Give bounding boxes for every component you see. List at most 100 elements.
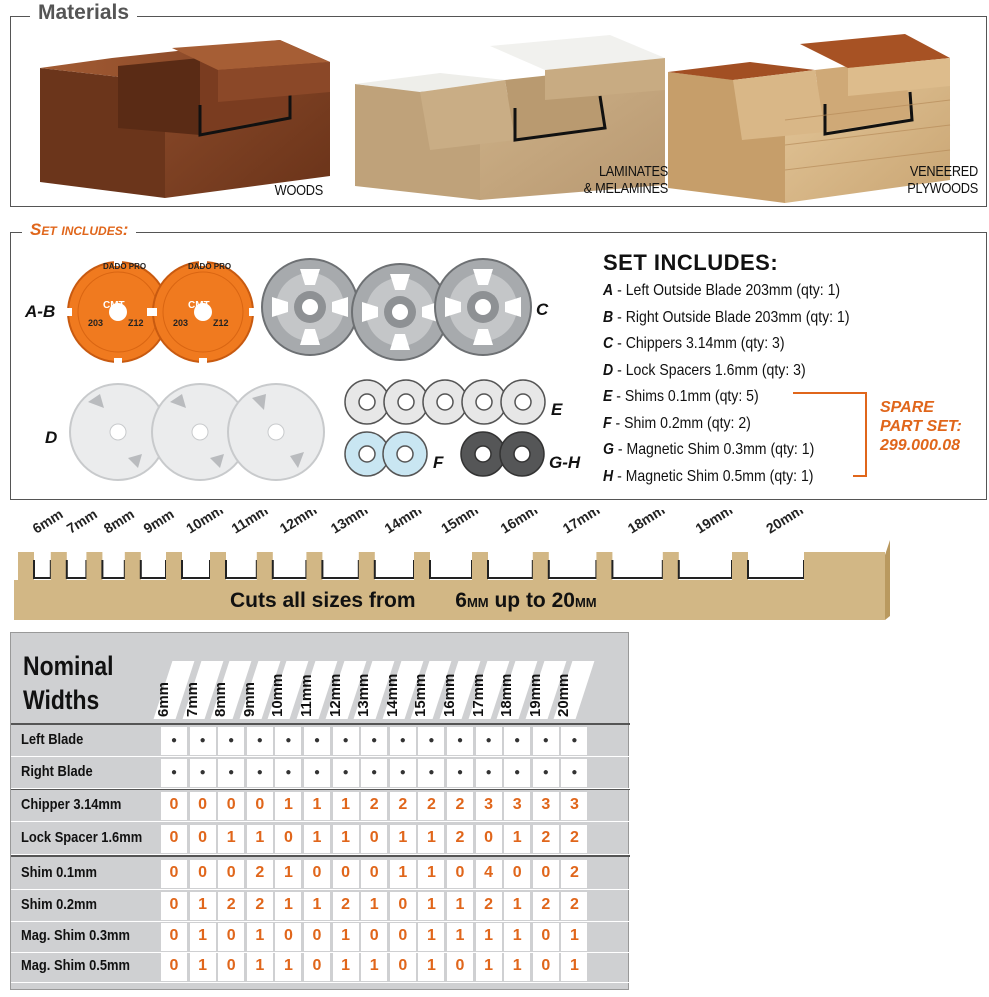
cell-background (304, 860, 330, 888)
set-item-text: - Lock Spacers 1.6mm (qty: 3) (613, 361, 806, 379)
column-header-label: 17mm (469, 673, 487, 717)
quantity-cell: 0 (312, 957, 322, 974)
set-item: D - Lock Spacers 1.6mm (qty: 3) (603, 358, 867, 385)
slot-15mm (429, 560, 473, 579)
cell-background (532, 792, 559, 820)
set-item-letter: D (603, 361, 614, 379)
board-side (885, 540, 890, 620)
cuts-caption-b: 6 (455, 589, 467, 612)
slot-7mm (65, 560, 88, 579)
part-label-ab: A-B (25, 302, 56, 321)
quantity-cell: 0 (169, 829, 179, 846)
quantity-cell: 1 (426, 829, 436, 846)
included-dot: ● (170, 767, 178, 778)
column-header-label: 18mm (498, 673, 516, 717)
quantity-cell: 1 (255, 829, 265, 846)
quantity-cell: 0 (541, 864, 551, 881)
cell-background (246, 759, 273, 787)
material-label-line: LAMINATES (598, 163, 668, 180)
set-item-text: - Magnetic Shim 0.3mm (qty: 1) (613, 441, 815, 458)
cell-background (475, 953, 502, 981)
spare-part-set: SPARE PART SET: 299.000.08 (880, 398, 962, 455)
quantity-cell: 1 (512, 927, 522, 944)
quantity-cell: 0 (512, 864, 522, 881)
cell-background (418, 792, 445, 820)
included-dot: ● (571, 735, 578, 746)
material-label-line: PLYWOODS (907, 180, 978, 197)
quantity-cell: 0 (541, 927, 551, 944)
quantity-cell: 0 (455, 957, 465, 974)
cell-background (161, 860, 187, 888)
row-separator (11, 889, 630, 890)
quantity-cell: 1 (198, 927, 208, 944)
quantity-cell: 2 (426, 796, 436, 813)
cell-background (275, 727, 302, 755)
set-item: G - Magnetic Shim 0.3mm (qty: 1) (603, 437, 867, 464)
board-tooth (50, 552, 67, 582)
shims-e (344, 379, 546, 425)
set-includes-list: SET INCLUDES: A - Left Outside Blade 203… (603, 250, 903, 490)
cell-background (218, 892, 245, 920)
quantity-cell: 1 (512, 829, 522, 846)
spare-line: 299.000.08 (880, 437, 961, 454)
cell-background (475, 727, 502, 755)
quantity-cell: 1 (426, 957, 436, 974)
column-header-label: 10mm (269, 673, 287, 717)
cell-background (275, 892, 302, 920)
spare-line: SPARE (880, 399, 934, 416)
set-item: B - Right Outside Blade 203mm (qty: 1) (603, 305, 867, 332)
table-divider (11, 855, 630, 857)
table-title-line: Widths (23, 685, 100, 715)
material-label-line: WOODS (274, 182, 324, 199)
cut-size-label: 11mm (229, 510, 271, 537)
quantity-cell: 1 (341, 796, 351, 813)
quantity-cell: 2 (369, 796, 379, 813)
column-header-label: 7mm (183, 681, 201, 717)
row-separator (11, 952, 630, 953)
cut-size-label: 18mm (625, 510, 668, 537)
slot-10mm (181, 560, 211, 579)
quantity-cell: 2 (341, 896, 351, 913)
quantity-cell: 0 (198, 864, 208, 881)
board-tooth (306, 552, 323, 582)
column-header-label: 20mm (555, 673, 573, 717)
cell-background (189, 792, 216, 820)
cell-background (218, 923, 245, 951)
cell-background (447, 923, 473, 951)
set-includes-legend: Set includes: (22, 220, 137, 240)
cell-background (418, 892, 445, 920)
quantity-cell: 0 (369, 864, 379, 881)
included-dot: ● (428, 735, 435, 746)
included-dot: ● (256, 735, 263, 746)
part-label-f: F (433, 453, 444, 472)
included-dot: ● (342, 767, 349, 778)
quantity-cell: 1 (398, 829, 408, 846)
column-header-label: 6mm (155, 681, 173, 717)
set-item-letter: F (603, 414, 612, 432)
cut-size-label: 12mm (277, 510, 320, 537)
column-header-label: 11mm (298, 674, 316, 717)
cuts-caption: Cuts all sizes from 6MM up to 20MM (230, 589, 597, 613)
quantity-cell: 0 (484, 829, 494, 846)
slot-9mm (139, 560, 167, 579)
cell-background (475, 892, 502, 920)
cell-background (561, 825, 588, 853)
cut-size-label: 9mm (141, 510, 177, 537)
quantity-cell: 1 (426, 864, 436, 881)
board-tooth (210, 552, 226, 582)
cell-background (475, 825, 502, 853)
included-dot: ● (485, 767, 492, 778)
laminate-block (355, 35, 665, 200)
cut-size-label: 14mm (382, 510, 425, 537)
board-tooth (86, 552, 103, 582)
included-dot: ● (256, 767, 263, 778)
quantity-cell: 2 (569, 829, 579, 846)
quantity-cell: 1 (283, 896, 293, 913)
blade-brand-a: DADO PRO (103, 262, 147, 271)
board-front (14, 580, 885, 620)
included-dot: ● (456, 735, 464, 746)
cell-background (275, 923, 302, 951)
cell-background (361, 792, 388, 820)
magnetic-shims-gh (460, 431, 545, 477)
